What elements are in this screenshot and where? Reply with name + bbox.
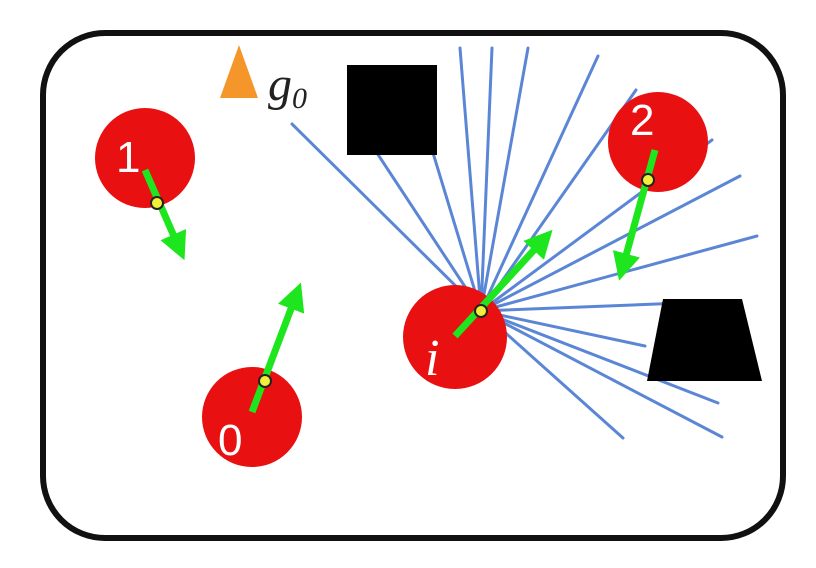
velocity-arrow (452, 229, 553, 339)
robot-i: i (403, 229, 553, 389)
robot-1: 1 (95, 108, 195, 261)
robot-0: 0 (202, 282, 305, 467)
sensor-ray (479, 88, 638, 313)
robot-body (202, 367, 302, 467)
sensor-ray (479, 54, 600, 313)
goal-triangle-icon (220, 45, 258, 98)
robot-label: 0 (218, 416, 242, 465)
sensor-ray (290, 122, 483, 313)
sensor-ray (373, 148, 483, 313)
goal-symbol: g (268, 58, 292, 111)
sensor-ray (479, 309, 647, 348)
sensor-ray (479, 46, 530, 313)
sensor-ray (479, 174, 742, 313)
robot-label: 2 (630, 96, 654, 145)
velocity-arrow (141, 168, 187, 261)
sensor-ray (479, 46, 494, 313)
robot-label: i (425, 330, 439, 387)
sensor-ray (479, 309, 720, 405)
goal-label: g0 (268, 58, 307, 115)
obstacle-square (347, 65, 437, 155)
velocity-arrow (612, 149, 659, 281)
sensor-ray (479, 309, 724, 439)
robot-center-dot (258, 374, 272, 388)
velocity-arrow (248, 282, 305, 414)
obstacle-trapezoid (647, 299, 762, 381)
robot-body (608, 92, 708, 192)
robot-center-dot (641, 173, 655, 187)
robot-body (95, 108, 195, 208)
robot-2: 2 (608, 92, 708, 281)
robot-label: 1 (116, 133, 140, 182)
sensor-ray (458, 46, 483, 313)
goal-subscript: 0 (292, 82, 307, 115)
robot-center-dot (474, 304, 488, 318)
robot-center-dot (150, 196, 164, 210)
